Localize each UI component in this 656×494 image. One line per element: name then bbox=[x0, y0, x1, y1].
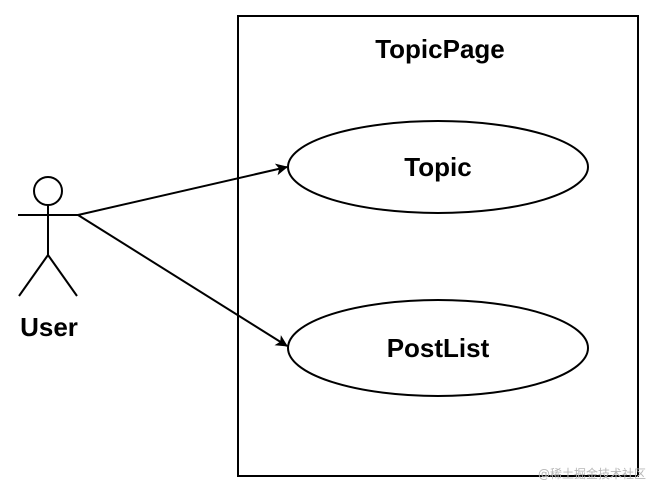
stick-figure-icon bbox=[18, 176, 78, 297]
system-boundary-frame bbox=[237, 15, 639, 477]
system-boundary: TopicPage bbox=[237, 15, 639, 477]
associations bbox=[77, 163, 288, 347]
system-boundary-title: TopicPage bbox=[375, 34, 505, 64]
actor-label: User bbox=[20, 312, 78, 342]
use-case-topic: Topic bbox=[287, 120, 589, 214]
watermark: @稀土掘金技术社区 bbox=[537, 467, 646, 481]
association-user-topic bbox=[77, 163, 288, 216]
use-case-ellipse bbox=[287, 299, 589, 397]
use-case-label: Topic bbox=[404, 152, 471, 182]
use-case-ellipse bbox=[287, 120, 589, 214]
use-case-label: PostList bbox=[387, 333, 490, 363]
actor-user: User bbox=[18, 176, 78, 342]
use-case-postlist: PostList bbox=[287, 299, 589, 397]
association-user-postlist bbox=[77, 214, 288, 347]
